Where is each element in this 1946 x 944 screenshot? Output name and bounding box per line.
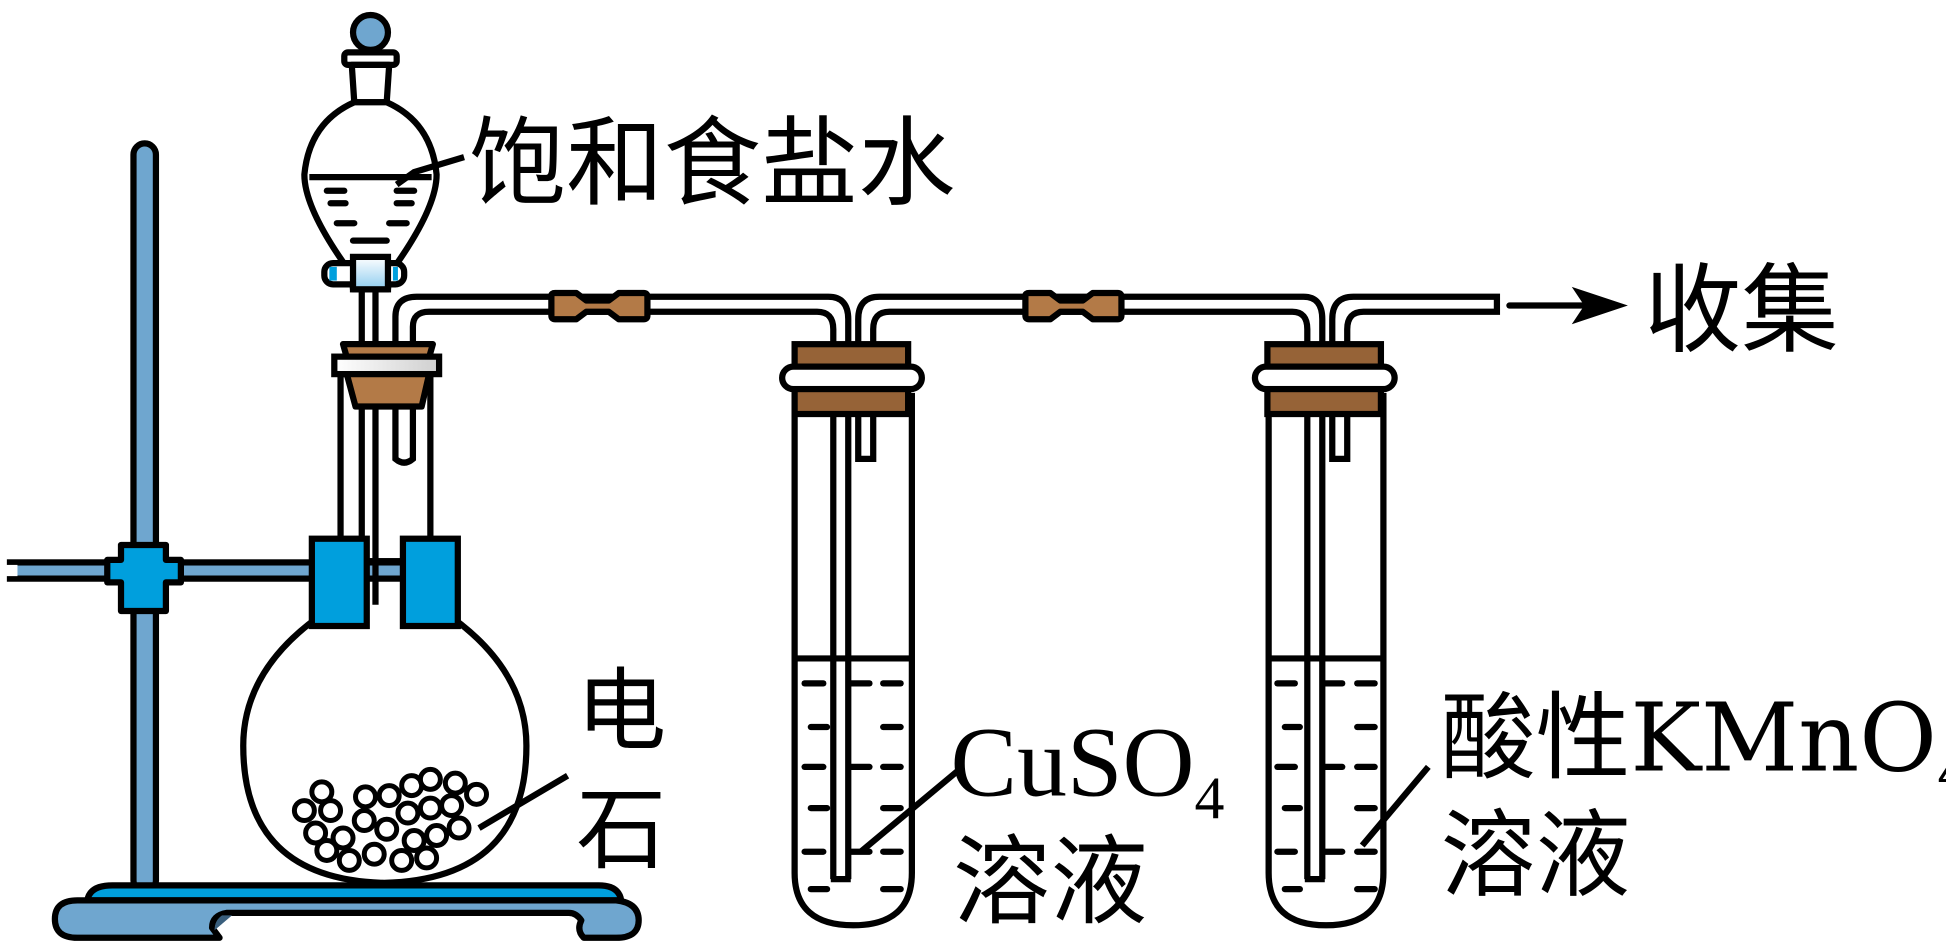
- leader-funnel: [394, 154, 465, 188]
- rubber-connector-2: [1022, 289, 1125, 323]
- label-kmno4-solution: 溶液: [1441, 801, 1631, 911]
- stand-base-top: [83, 882, 625, 904]
- stopcock: [321, 253, 408, 293]
- label-collect: 收集: [1644, 254, 1839, 367]
- stand-rod: [130, 140, 160, 895]
- clamp-jaw-right: [399, 535, 461, 630]
- tube1-liquid-marks: [801, 680, 904, 893]
- tube2-ring: [1251, 363, 1398, 393]
- label-cuso4: CuSO4: [951, 707, 1225, 831]
- delivery-tube-2: [1304, 293, 1501, 883]
- leader-kmno4: [1359, 764, 1431, 848]
- tube2-liquid-marks: [1274, 680, 1378, 893]
- outlet-arrow: [1506, 286, 1628, 325]
- test-tube-kmno4: [1251, 341, 1398, 929]
- label-cuso4-solution: 溶液: [953, 825, 1148, 938]
- label-carbide-2: 石: [576, 778, 666, 882]
- leader-carbide: [477, 772, 570, 831]
- leader-lines: [394, 154, 1431, 855]
- round-bottom-flask: [240, 370, 530, 887]
- separatory-funnel: [301, 11, 440, 345]
- funnel-liquid-marks: [323, 187, 418, 244]
- cuso4-main: CuSO: [951, 707, 1195, 818]
- test-tube-cuso4: [779, 341, 925, 929]
- flask-bulb: [240, 608, 530, 887]
- rubber-connector-1: [548, 289, 651, 323]
- boss-head: [104, 541, 184, 615]
- delivery-tube-1: [392, 293, 1326, 883]
- tube1-ring: [779, 363, 925, 393]
- clamp-jaw-left: [308, 535, 370, 630]
- funnel-stopper-knob: [349, 11, 392, 53]
- kmno4-subscript: 4: [1937, 740, 1946, 807]
- flask-stopper: [331, 341, 443, 410]
- calcium-carbide: [291, 766, 489, 873]
- tube2-stopper-bottom: [1264, 385, 1385, 418]
- cuso4-subscript: 4: [1195, 765, 1225, 831]
- arrow-head-icon: [1571, 286, 1628, 325]
- kmno4-main: 酸性KMnO: [1441, 684, 1937, 794]
- stand-base: [51, 897, 642, 941]
- tube1-stopper-bottom: [791, 385, 912, 418]
- label-saturated-brine: 饱和食盐水: [469, 107, 955, 220]
- label-kmno4: 酸性KMnO4: [1441, 684, 1946, 807]
- leader-cuso4: [858, 768, 961, 855]
- label-carbide-1: 电: [576, 660, 666, 764]
